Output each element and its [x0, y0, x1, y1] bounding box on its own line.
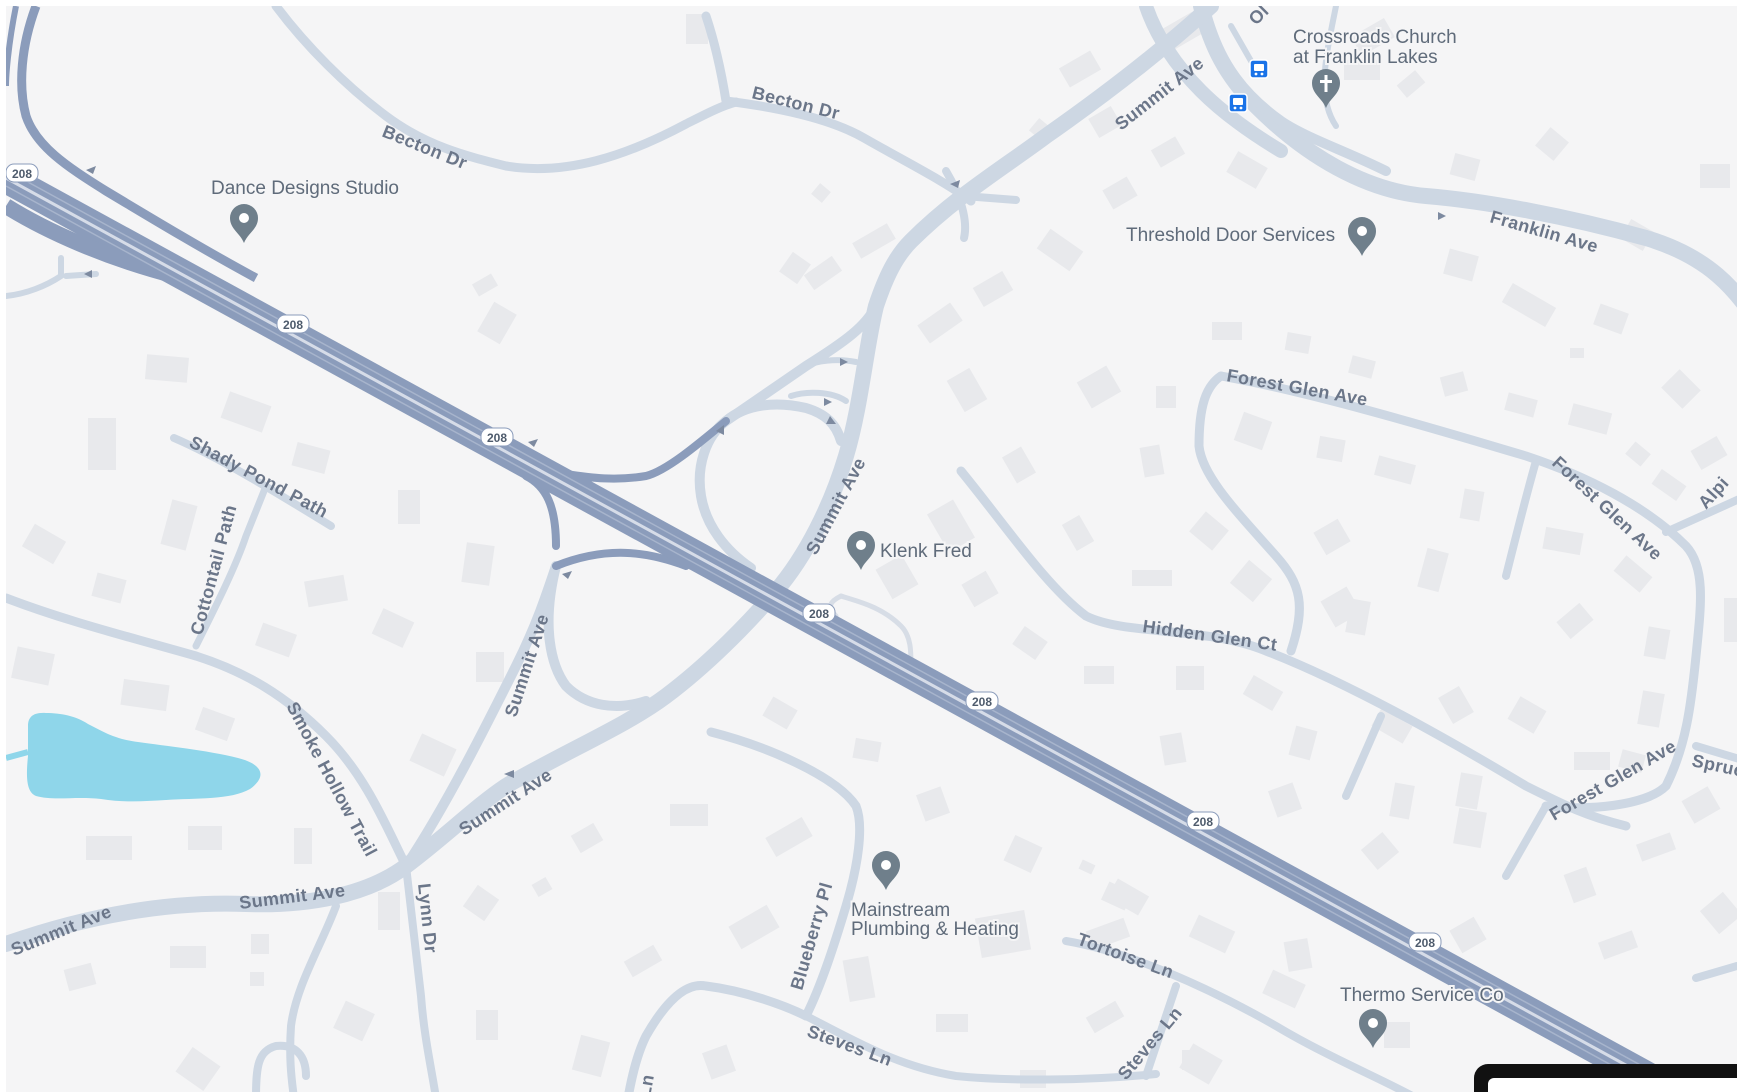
water-channel: [6, 749, 29, 761]
map-pin-icon: [230, 204, 258, 243]
highway-shield: 208: [1186, 811, 1220, 831]
poi-crossroads-church[interactable]: Crossroads Church at Franklin Lakes: [1291, 25, 1459, 108]
minor-roads: [6, 6, 1737, 1092]
svg-text:208: 208: [1193, 815, 1213, 829]
map-pin-icon: [847, 531, 875, 570]
bus-stops: [1228, 59, 1269, 113]
poi-label-dance-designs: Dance Designs Studio: [211, 178, 399, 199]
road-label-forest-glen-ave: Forest Glen Ave: [1225, 365, 1369, 409]
poi-dance-designs-studio[interactable]: Dance Designs Studio: [209, 176, 401, 243]
road-label-becton-dr: Becton Dr: [380, 121, 471, 173]
road-label-forest-glen-ave: Forest Glen Ave: [1546, 736, 1680, 825]
poi-thermo-service-co[interactable]: Thermo Service Co: [1338, 983, 1506, 1048]
poi-label-mainstream-line1: Mainstream: [851, 900, 950, 921]
highway-208: [6, 6, 1694, 1092]
direction-arrows: [84, 166, 1446, 778]
road-label-blueberry-pl: Blueberry Pl: [787, 880, 837, 992]
pond-water: [26, 712, 261, 802]
svg-text:208: 208: [972, 695, 992, 709]
map-canvas[interactable]: 208 208 208 208 208 208 208 Becton Dr B: [6, 6, 1737, 1092]
highway-shield: 208: [6, 163, 39, 183]
highway-shield: 208: [802, 603, 836, 623]
svg-text:208: 208: [809, 607, 829, 621]
highway-shield: 208: [276, 314, 310, 334]
poi-label-crossroads-line2: at Franklin Lakes: [1293, 47, 1438, 68]
svg-text:208: 208: [1415, 936, 1435, 950]
road-label-summit-ave: Summit Ave: [455, 764, 555, 839]
svg-text:208: 208: [12, 167, 32, 181]
road-label-summit-ave: Summit Ave: [1111, 53, 1207, 134]
map-pin-icon: [872, 851, 900, 890]
church-cross-icon: [1312, 69, 1340, 108]
map-pin-icon: [1359, 1009, 1387, 1048]
poi-label-klenk-fred: Klenk Fred: [880, 541, 972, 562]
poi-klenk-fred[interactable]: Klenk Fred: [847, 531, 974, 570]
map-layer: 208 208 208 208 208 208 208 Becton Dr B: [6, 6, 1737, 1092]
road-label-ln: Ln: [634, 1073, 658, 1092]
road-label-old: Ol: [1245, 6, 1273, 29]
poi-label-threshold-door: Threshold Door Services: [1126, 225, 1335, 246]
poi-label-mainstream-line2: Plumbing & Heating: [851, 919, 1019, 940]
svg-text:208: 208: [283, 318, 303, 332]
bus-stop-icon[interactable]: [1249, 59, 1269, 79]
poi-label-crossroads-line1: Crossroads Church: [1293, 27, 1457, 48]
map-overlay-panel-body: [1488, 1078, 1737, 1092]
map-overlay-panel[interactable]: [1474, 1064, 1737, 1092]
map-pin-icon: [1348, 217, 1376, 256]
road-label-steves-ln: Steves Ln: [805, 1021, 895, 1070]
highway-shield: 208: [1408, 932, 1442, 952]
poi-label-thermo-service: Thermo Service Co: [1340, 985, 1504, 1006]
highway-shield: 208: [480, 427, 514, 447]
poi-mainstream-plumbing[interactable]: Mainstream Plumbing & Heating: [849, 851, 1021, 942]
road-label-summit-ave: Summit Ave: [501, 612, 553, 720]
bus-stop-icon[interactable]: [1228, 93, 1248, 113]
highway-shields: 208 208 208 208 208 208 208: [6, 163, 1442, 952]
highway-shield: 208: [965, 691, 999, 711]
poi-threshold-door-services[interactable]: Threshold Door Services: [1124, 217, 1376, 256]
svg-text:208: 208: [487, 431, 507, 445]
road-label-hidden-glen-ct: Hidden Glen Ct: [1141, 616, 1278, 655]
